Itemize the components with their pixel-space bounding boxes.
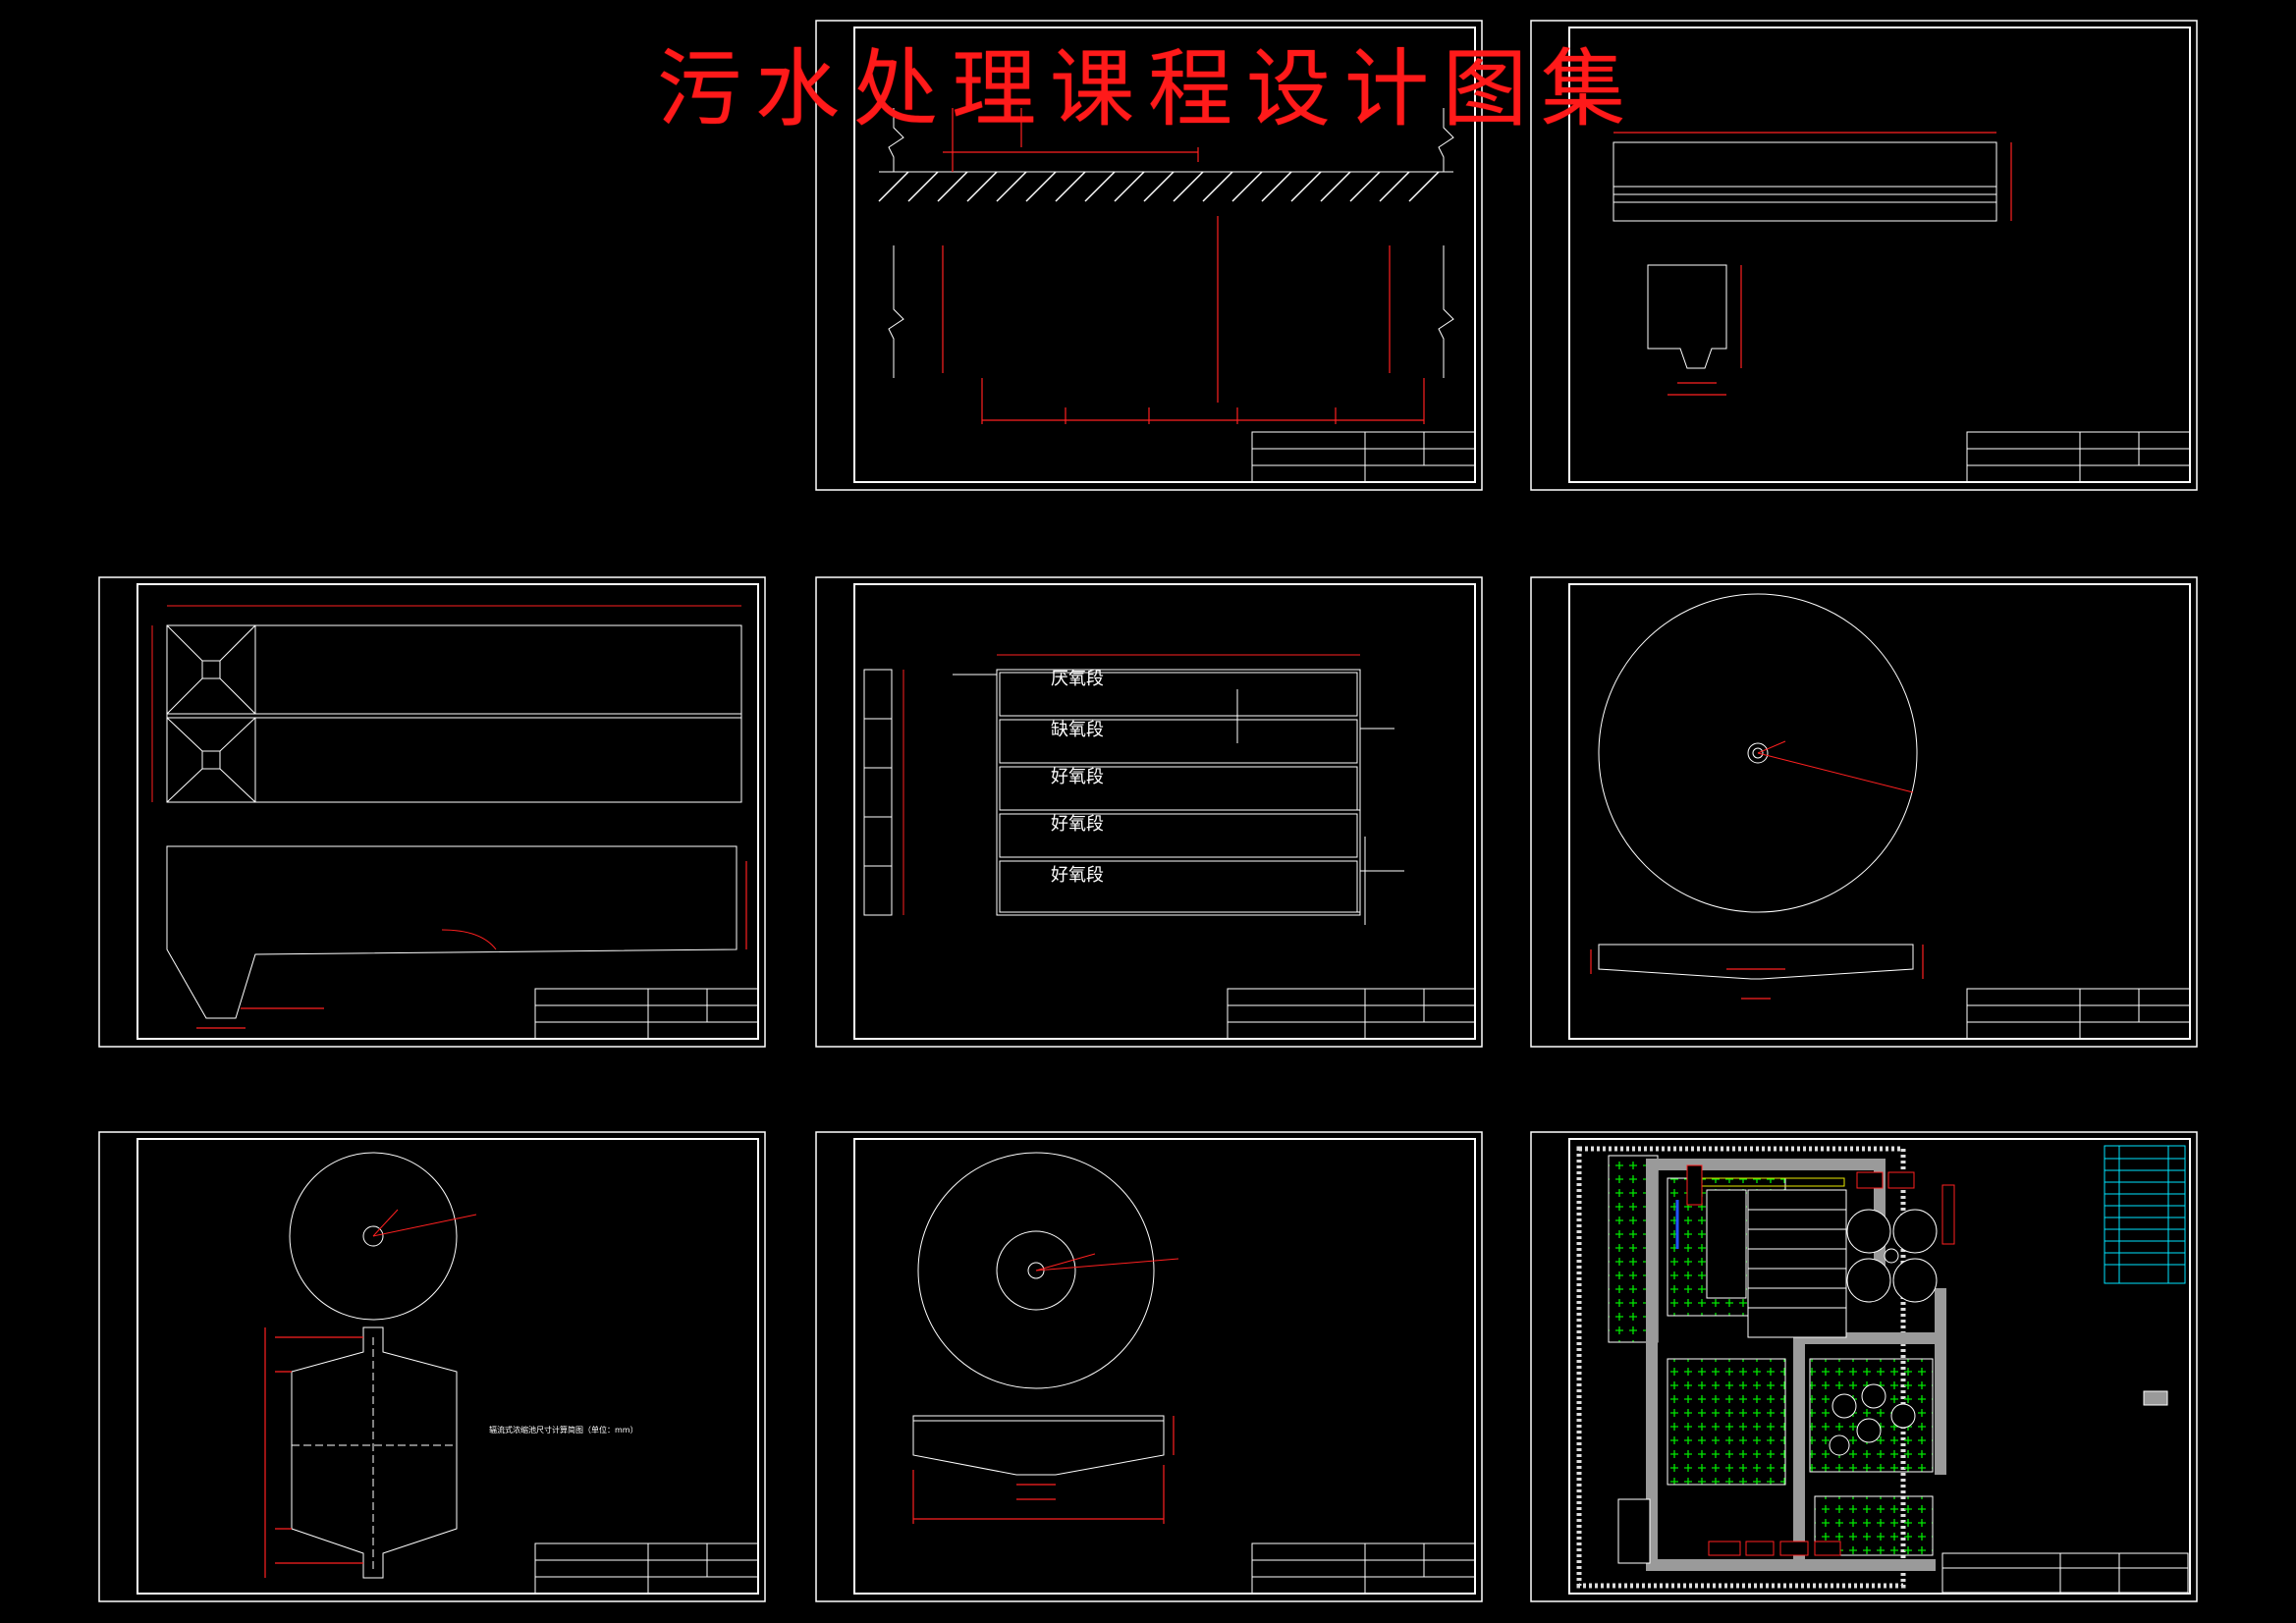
a2o-label-anoxic: 缺氧段 [1051,720,1104,740]
digester-drawing: 辐流式浓缩池尺寸计算简图（单位：mm） [98,1131,766,1602]
page-title: 污水处理课程设计图集 [657,40,1639,138]
sheet-digester: 辐流式浓缩池尺寸计算简图（单位：mm） [98,1131,766,1602]
primary-settling-drawing [1530,20,2198,491]
a2o-label-aerobic-3: 好氧段 [1051,865,1104,886]
a2o-label-aerobic-1: 好氧段 [1051,767,1104,787]
sheet-primary-settling-tank [1530,20,2198,491]
sheet-hopper-tank [98,576,766,1048]
a2o-label-anaerobic: 厌氧段 [1051,669,1104,689]
hopper-tank-drawing [98,576,766,1048]
sheet-thickener [815,1131,1483,1602]
a2o-tank-drawing: 厌氧段 缺氧段 好氧段 好氧段 好氧段 [815,576,1483,1048]
sheet-secondary-clarifier [1530,576,2198,1048]
a2o-label-aerobic-2: 好氧段 [1051,814,1104,835]
thickener-drawing [815,1131,1483,1602]
grit-chamber-drawing [815,20,1483,491]
plant-layout-drawing [1530,1131,2198,1602]
digester-caption: 辐流式浓缩池尺寸计算简图（单位：mm） [489,1425,638,1434]
sheet-plant-layout [1530,1131,2198,1602]
sheet-grit-chamber [815,20,1483,491]
secondary-clarifier-drawing [1530,576,2198,1048]
sheet-a2o-tank: 厌氧段 缺氧段 好氧段 好氧段 好氧段 [815,576,1483,1048]
